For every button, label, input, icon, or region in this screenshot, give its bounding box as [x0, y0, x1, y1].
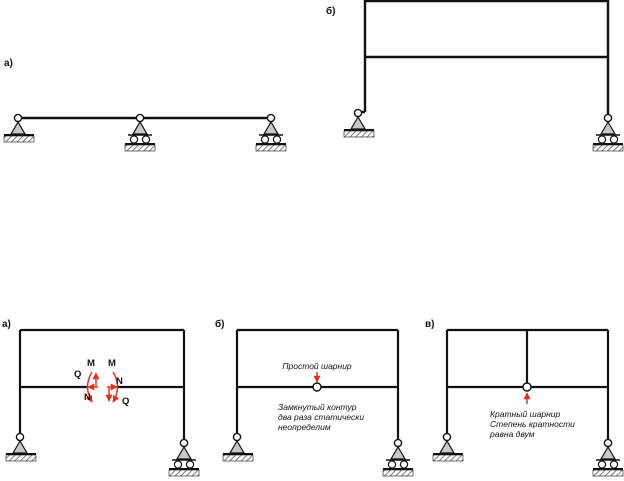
panel-label-bottom-b: б)	[215, 318, 225, 330]
roller-support-right	[382, 438, 414, 477]
support-triangle-icon	[131, 120, 149, 135]
bottom-b-frame-simple-hinge: б) Простой шарнир Замкнутый контур два р…	[215, 318, 414, 477]
hinge-icon	[353, 108, 363, 118]
pinned-support-left	[222, 432, 254, 462]
note-multiple-hinge-line1: Кратный шарнир	[490, 409, 560, 419]
ground-hatch-icon	[168, 469, 200, 477]
roller-icon	[129, 135, 139, 144]
note-closed-contour-line2: два раза статически	[278, 412, 364, 422]
support-triangle-icon	[599, 445, 617, 460]
top-a-beam-scheme: а)	[3, 58, 287, 152]
pinned-support-left	[432, 432, 464, 462]
pinned-support-left	[5, 432, 37, 462]
support-triangle-icon	[262, 120, 280, 135]
roller-icon	[185, 460, 195, 469]
support-triangle-icon	[389, 445, 407, 460]
hinge-icon	[135, 113, 145, 123]
roller-support-1	[124, 113, 156, 152]
hinge-icon	[13, 113, 23, 123]
hinge-icon	[603, 438, 613, 448]
ground-hatch-icon	[382, 469, 414, 477]
ground-hatch-icon	[3, 135, 35, 143]
support-triangle-icon	[228, 439, 246, 454]
hinge-icon	[603, 113, 613, 123]
note-closed-contour-line3: неопределим	[278, 422, 331, 432]
roller-icon	[597, 460, 607, 469]
roller-icon	[260, 135, 270, 144]
ground-hatch-icon	[124, 144, 156, 152]
cut-forces	[85, 371, 120, 403]
panel-label-top-a: а)	[4, 58, 13, 69]
panel-label-bottom-c: в)	[425, 319, 434, 330]
roller-support-right	[592, 438, 624, 477]
bottom-c-frame-multiple-hinge: в) Кратный шарнир Степень кратности равн…	[425, 319, 624, 477]
roller-icon	[387, 460, 397, 469]
note-simple-hinge: Простой шарнир	[282, 361, 352, 371]
simple-hinge-icon	[312, 382, 322, 392]
ground-hatch-icon	[592, 144, 624, 152]
multiple-hinge-icon	[522, 382, 532, 392]
support-triangle-icon	[438, 439, 456, 454]
hinge-icon	[15, 432, 25, 442]
top-b-frame-scheme: б)	[326, 0, 624, 152]
panel-label-top-b: б)	[326, 5, 336, 17]
roller-icon	[609, 135, 619, 144]
force-label-n-left: N	[84, 392, 91, 403]
pinned-support-1	[3, 113, 35, 143]
hinge-icon	[179, 438, 189, 448]
roller-icon	[399, 460, 409, 469]
pinned-support-left	[343, 108, 375, 138]
ground-hatch-icon	[5, 454, 37, 462]
panel-label-bottom-a: а)	[2, 319, 11, 330]
ground-hatch-icon	[592, 469, 624, 477]
hinge-icon	[266, 113, 276, 123]
roller-support-2	[255, 113, 287, 152]
roller-icon	[272, 135, 282, 144]
force-label-m-right: M	[108, 358, 116, 369]
support-triangle-icon	[599, 120, 617, 135]
ground-hatch-icon	[222, 454, 254, 462]
force-label-q-right: Q	[122, 396, 129, 407]
support-triangle-icon	[11, 439, 29, 454]
bottom-a-frame-forces: а) M M Q Q N N	[2, 319, 200, 477]
note-multiple-hinge-line3: равна двум	[489, 429, 535, 439]
force-label-n-right: N	[116, 376, 123, 387]
roller-icon	[173, 460, 183, 469]
support-triangle-icon	[9, 120, 27, 135]
force-label-q-left: Q	[74, 369, 81, 380]
roller-icon	[141, 135, 151, 144]
roller-icon	[609, 460, 619, 469]
note-closed-contour-line1: Замкнутый контур	[278, 402, 357, 412]
support-triangle-icon	[349, 115, 367, 130]
force-label-m-left: M	[87, 358, 95, 369]
roller-icon	[597, 135, 607, 144]
hinge-icon	[232, 432, 242, 442]
hinge-icon	[442, 432, 452, 442]
note-multiple-hinge-line2: Степень кратности	[490, 419, 575, 429]
hinge-icon	[393, 438, 403, 448]
roller-support-right	[592, 113, 624, 152]
ground-hatch-icon	[255, 144, 287, 152]
support-triangle-icon	[175, 445, 193, 460]
ground-hatch-icon	[432, 454, 464, 462]
roller-support-right	[168, 438, 200, 477]
ground-hatch-icon	[343, 130, 375, 138]
